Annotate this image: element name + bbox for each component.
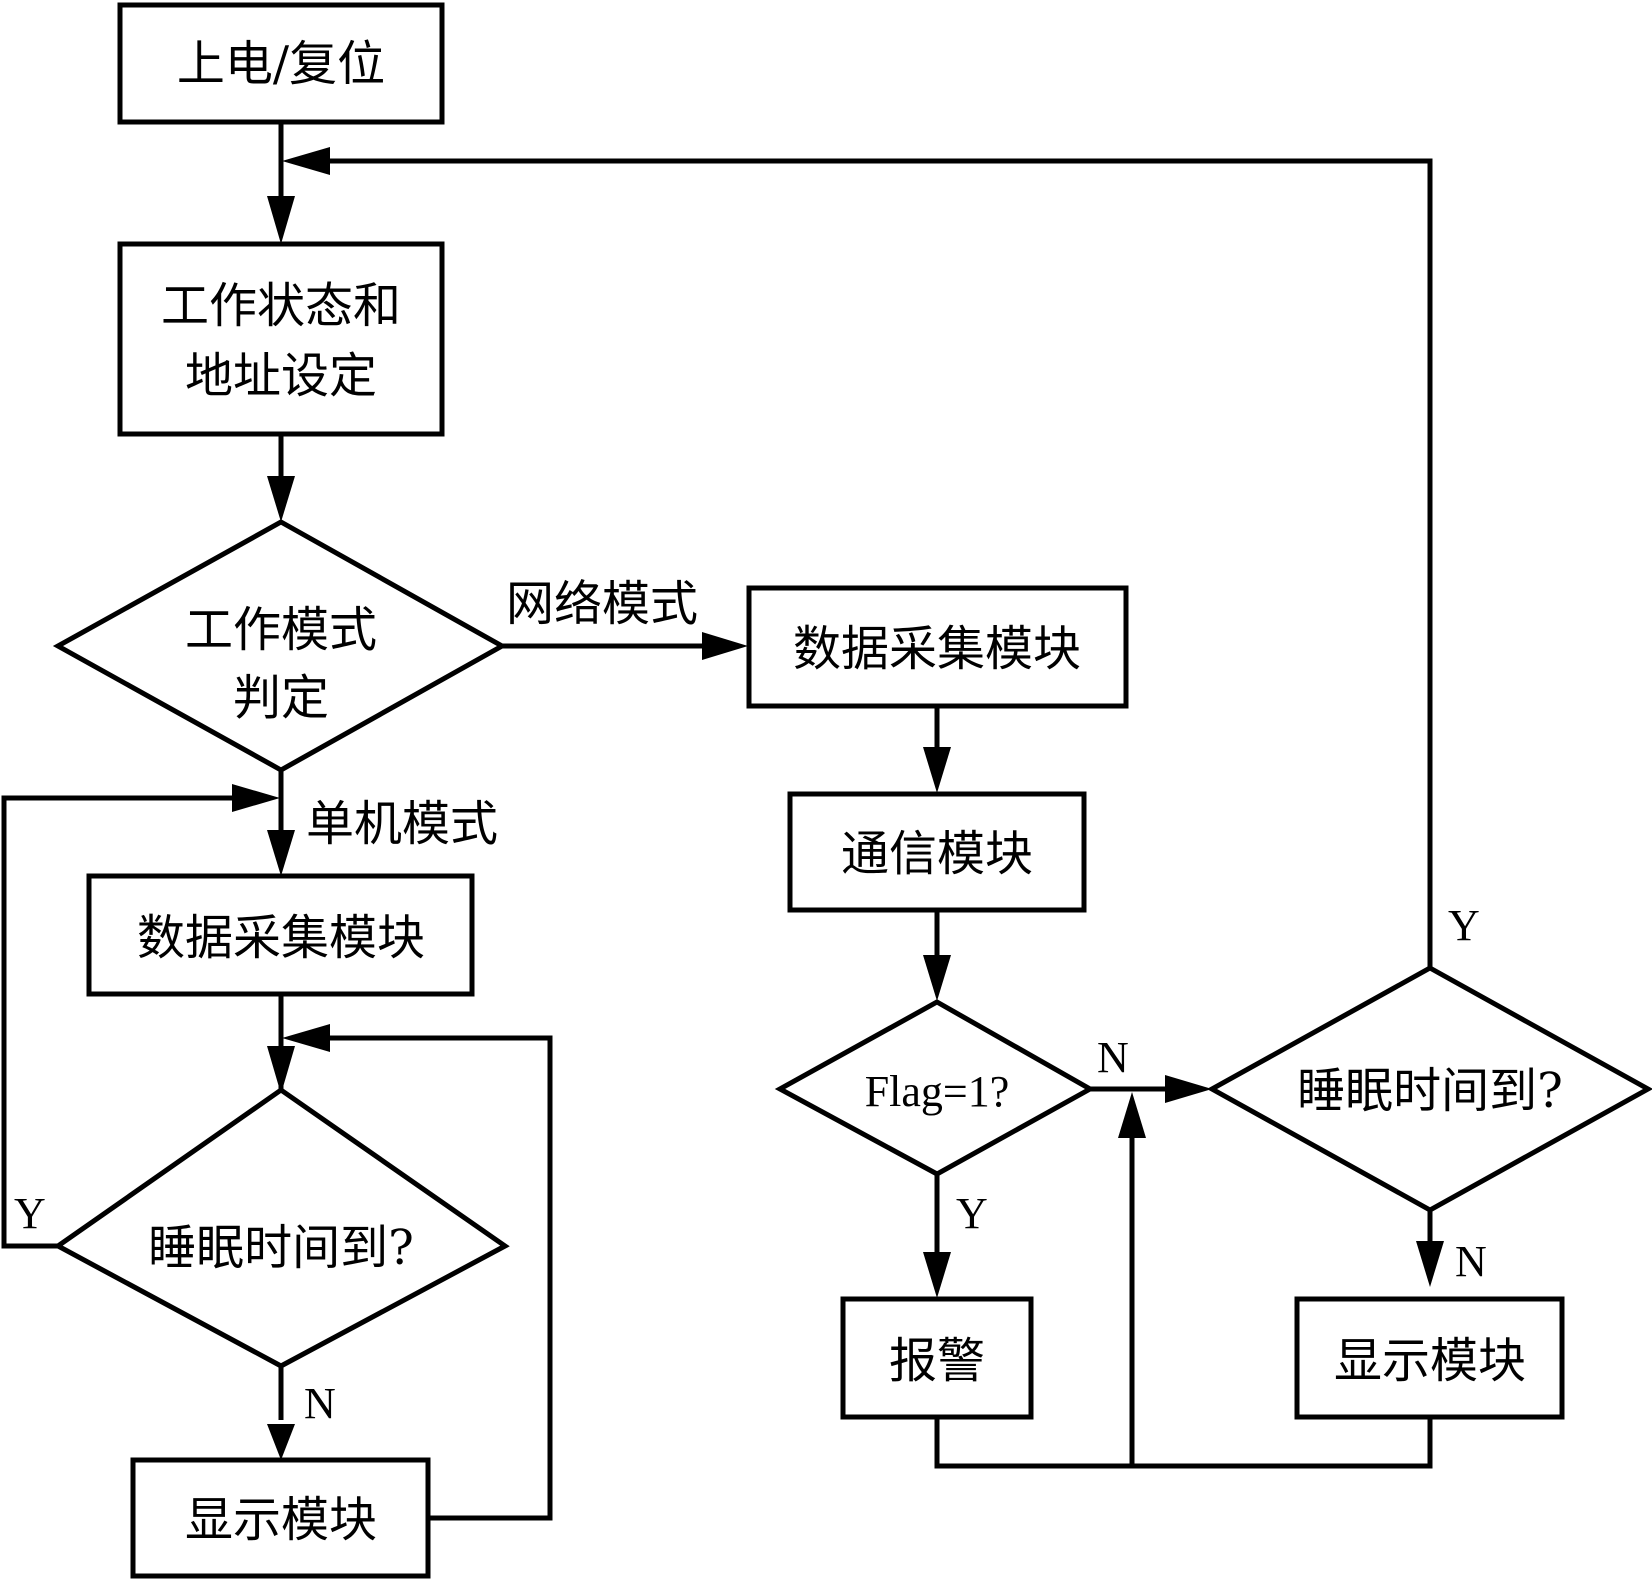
node-comm: 通信模块	[787, 791, 1087, 913]
node-alarm: 报警	[840, 1296, 1034, 1420]
arrowhead-down-mode	[267, 476, 295, 522]
label-flag-no: N	[1097, 1033, 1129, 1082]
arrowhead-right-network	[702, 632, 748, 660]
edge-left-sleep-yes-loop	[1, 795, 240, 1249]
node-power-reset: 上电/复位	[117, 2, 445, 125]
node-flag-decision: Flag=1?	[774, 999, 1096, 1177]
edge-labels: 网络模式 单机模式 Y N Y N Y N	[14, 576, 1487, 1428]
node-left-sleep-decision: 睡眠时间到?	[53, 1086, 510, 1369]
node-alarm-label: 报警	[889, 1333, 985, 1389]
arrowhead-down-left-display	[267, 1424, 295, 1460]
node-right-acquire: 数据采集模块	[746, 585, 1129, 709]
node-config: 工作状态和 地址设定	[117, 241, 445, 437]
arrowhead-down-left-sleep	[267, 1046, 295, 1094]
arrowhead-down-right-display	[1416, 1241, 1444, 1287]
node-config-label-line1: 工作状态和	[161, 278, 401, 334]
node-right-sleep-label: 睡眠时间到?	[1297, 1063, 1563, 1119]
node-right-sleep-decision: 睡眠时间到?	[1206, 965, 1652, 1213]
arrowheads	[232, 147, 1444, 1460]
label-right-sleep-yes: Y	[1448, 901, 1480, 950]
label-standalone-mode: 单机模式	[306, 796, 498, 852]
node-right-acquire-label: 数据采集模块	[793, 621, 1081, 677]
arrowhead-down-standalone	[267, 830, 295, 876]
edge-left-display-loop	[300, 1035, 553, 1521]
edge-alarm-merge	[934, 1417, 1433, 1469]
label-right-sleep-no: N	[1455, 1237, 1487, 1286]
label-flag-yes: Y	[956, 1189, 988, 1238]
node-right-display-label: 显示模块	[1334, 1333, 1526, 1389]
arrowhead-down-flag	[923, 955, 951, 1001]
node-left-acquire-label: 数据采集模块	[137, 910, 425, 966]
arrowhead-up-merge	[1118, 1092, 1146, 1138]
node-left-display-label: 显示模块	[185, 1492, 377, 1548]
node-left-display: 显示模块	[130, 1457, 431, 1579]
node-comm-label: 通信模块	[841, 826, 1033, 882]
node-left-sleep-label: 睡眠时间到?	[148, 1220, 414, 1276]
arrowhead-down-config	[267, 196, 295, 244]
node-power-reset-label: 上电/复位	[177, 36, 385, 92]
node-config-label-line2: 地址设定	[185, 348, 377, 404]
node-mode-label-line2: 判定	[233, 670, 329, 726]
arrowhead-right-left-loop	[232, 784, 280, 812]
arrowhead-down-comm	[923, 747, 951, 793]
edge-right-sleep-yes-loop	[300, 158, 1433, 968]
arrowhead-right-right-sleep	[1165, 1075, 1212, 1103]
label-left-sleep-no: N	[304, 1379, 336, 1428]
node-right-display: 显示模块	[1294, 1296, 1565, 1420]
node-flag-label: Flag=1?	[865, 1067, 1010, 1116]
node-mode-label-line1: 工作模式	[185, 602, 377, 658]
arrowhead-down-alarm	[923, 1252, 951, 1298]
label-left-sleep-yes: Y	[14, 1189, 46, 1238]
label-network-mode: 网络模式	[506, 576, 698, 632]
node-mode-decision: 工作模式 判定	[52, 519, 508, 773]
arrowhead-left-display-loop	[282, 1024, 330, 1052]
arrowhead-left-top-loop	[282, 147, 330, 175]
node-left-acquire: 数据采集模块	[86, 873, 475, 997]
